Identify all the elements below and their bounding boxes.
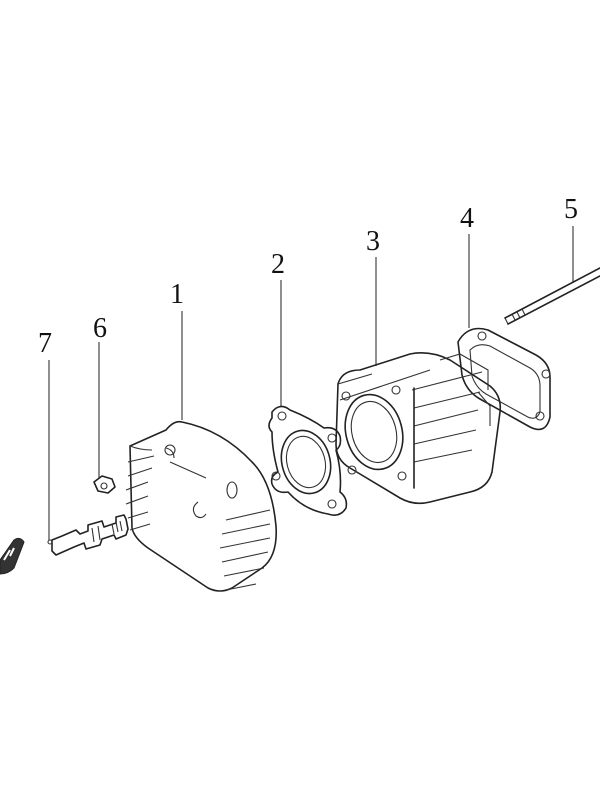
cylinder-part bbox=[335, 352, 502, 505]
spark-plug-part bbox=[47, 514, 129, 556]
callout-7: 7 bbox=[38, 328, 52, 359]
callout-4: 4 bbox=[460, 203, 474, 234]
callout-5: 5 bbox=[564, 194, 578, 225]
callout-2: 2 bbox=[271, 249, 285, 280]
stud-bolt-part bbox=[504, 267, 600, 325]
leader-lines bbox=[48, 226, 574, 540]
base-gasket-part bbox=[457, 327, 551, 431]
callout-1: 1 bbox=[170, 279, 184, 310]
head-gasket-part bbox=[268, 405, 348, 516]
nut-part bbox=[93, 475, 116, 494]
callout-3: 3 bbox=[366, 226, 380, 257]
partial-part-left-edge bbox=[0, 537, 25, 575]
cylinder-head-part bbox=[125, 420, 278, 592]
callout-6: 6 bbox=[93, 313, 107, 344]
